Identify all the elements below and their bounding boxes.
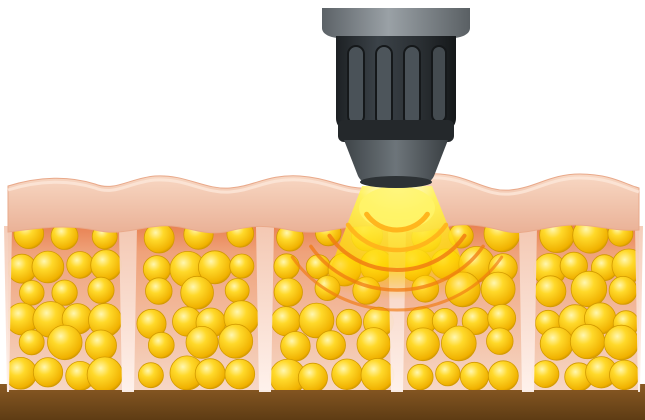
fat-cell xyxy=(357,328,390,361)
fat-cell xyxy=(487,328,514,355)
fat-cell xyxy=(488,361,518,391)
fat-cell xyxy=(298,363,327,392)
fat-cell xyxy=(181,276,214,309)
fat-cell xyxy=(5,357,37,389)
fat-cell xyxy=(609,276,637,304)
applicator-collar xyxy=(338,120,454,142)
fat-cell xyxy=(460,362,488,390)
fat-cell xyxy=(186,326,218,358)
fat-cell xyxy=(540,327,573,360)
fat-cell xyxy=(32,251,64,283)
fat-cell xyxy=(225,279,249,303)
fat-cell xyxy=(219,324,253,358)
fat-cell xyxy=(274,254,299,279)
fat-cell xyxy=(274,278,302,306)
applicator-cap xyxy=(322,8,470,38)
fat-cell xyxy=(230,254,254,278)
fat-cell xyxy=(535,276,566,307)
fat-cell xyxy=(610,360,640,390)
fat-cell xyxy=(570,324,604,358)
fat-cell xyxy=(88,277,114,303)
fat-cell xyxy=(336,309,361,334)
septum-wall xyxy=(519,226,537,392)
fat-cell xyxy=(332,359,363,390)
fat-cell xyxy=(441,326,476,361)
fat-cell xyxy=(225,359,255,389)
fat-cell xyxy=(33,358,62,387)
fat-cell xyxy=(604,325,639,360)
fat-cell xyxy=(87,357,122,392)
fat-cell xyxy=(571,271,607,307)
fat-cell xyxy=(67,252,94,279)
septum-wall xyxy=(119,226,137,392)
fat-cell xyxy=(85,330,116,361)
fat-cell xyxy=(91,250,122,281)
fat-cell xyxy=(532,361,559,388)
fat-cell xyxy=(407,328,440,361)
fat-cell xyxy=(317,331,346,360)
fat-cell xyxy=(436,362,460,386)
fat-cell xyxy=(148,332,174,358)
septum-wall xyxy=(256,226,274,392)
fat-cell xyxy=(20,281,45,306)
fat-cell xyxy=(52,280,77,305)
applicator-tip-rim xyxy=(360,176,432,188)
fat-cell xyxy=(138,363,163,388)
fat-cell xyxy=(146,278,173,305)
fat-cell xyxy=(408,364,434,390)
fat-cell xyxy=(48,325,83,360)
applicator-device xyxy=(322,8,470,188)
fat-cell xyxy=(281,332,311,362)
fat-cell xyxy=(361,359,394,392)
fat-cell xyxy=(19,330,44,355)
beam-core xyxy=(359,186,435,230)
fat-cell xyxy=(195,359,225,389)
